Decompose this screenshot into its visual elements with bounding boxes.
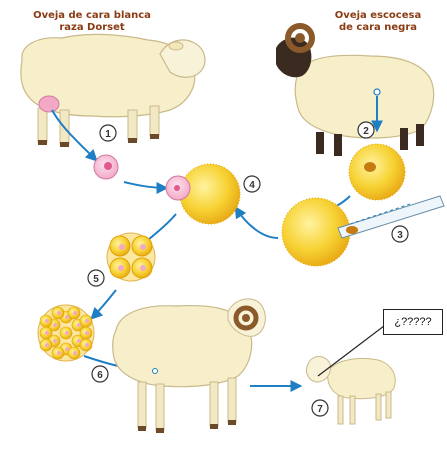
blastocyst-nucleus (45, 331, 49, 335)
dorset-egg-cell (94, 155, 118, 179)
step-6-label: 6 (97, 370, 103, 381)
step-7-label: 7 (317, 404, 323, 415)
blastocyst-nucleus (73, 351, 77, 355)
arrow-egg-to-fusion (124, 182, 166, 188)
blastocyst-nucleus (85, 319, 89, 323)
blastocyst-nucleus (57, 351, 61, 355)
blastocyst-nucleus (85, 331, 89, 335)
step-2-label: 2 (363, 126, 369, 137)
four-cell-embryo (107, 233, 155, 281)
scottish-nucleus-cell (349, 144, 405, 200)
arrow-egg3-to-fusion (236, 208, 278, 238)
blastocyst-nucleus (73, 311, 77, 315)
blastocyst-nucleus (53, 323, 57, 327)
scottish-sheep (276, 26, 434, 156)
blastocyst-nucleus (85, 343, 89, 347)
blastocyst-nucleus (45, 319, 49, 323)
step-5-label: 5 (93, 274, 99, 285)
micropipette (338, 196, 444, 238)
blastocyst (38, 305, 94, 361)
blastocyst-nucleus (65, 331, 69, 335)
blastocyst-nucleus (45, 343, 49, 347)
step-4-label: 4 (249, 180, 255, 191)
arrow-udder-to-egg (52, 110, 96, 160)
blastocyst-nucleus (57, 311, 61, 315)
step-1-label: 1 (105, 129, 111, 140)
question-callout: ¿????? (383, 309, 443, 335)
arrow-embryo-to-blastocyst (92, 290, 116, 318)
step-3-label: 3 (397, 230, 403, 241)
blastocyst-nucleus (53, 339, 57, 343)
fusion-egg (166, 164, 240, 224)
surrogate-sheep (113, 299, 266, 433)
